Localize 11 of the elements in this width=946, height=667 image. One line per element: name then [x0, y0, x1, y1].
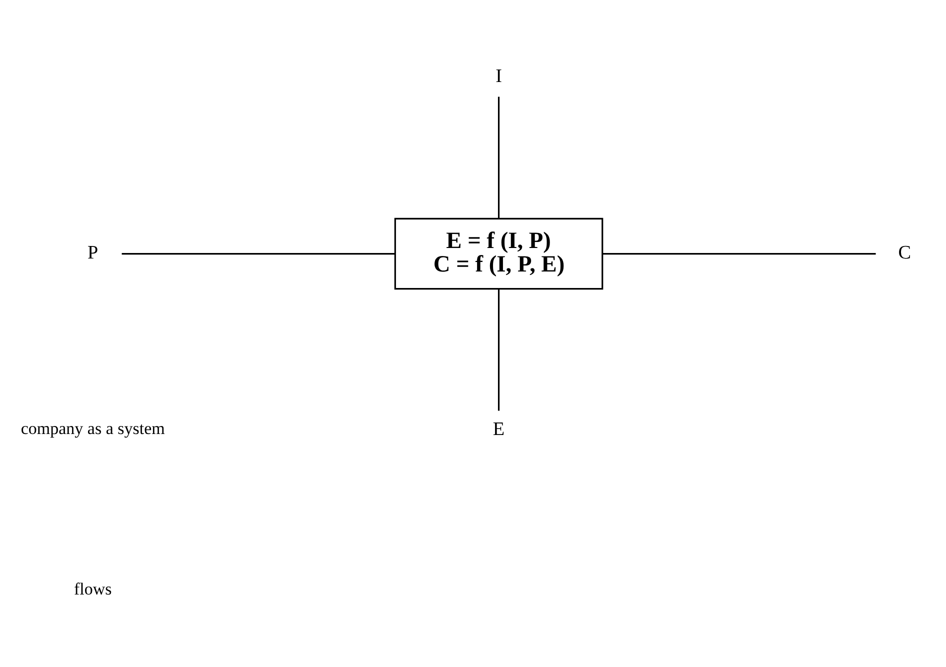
connector	[498, 288, 500, 410]
node-text: E	[492, 418, 505, 440]
connector	[602, 252, 876, 254]
connector	[122, 252, 395, 254]
connector	[498, 96, 500, 218]
node-box: E = f (I, P) C = f (I, P, E)	[394, 217, 604, 290]
label: flows	[74, 579, 112, 598]
node-text: C	[898, 242, 912, 263]
node-text: P	[88, 242, 98, 263]
node-text: I	[496, 66, 502, 87]
label: company as a system	[20, 418, 165, 438]
